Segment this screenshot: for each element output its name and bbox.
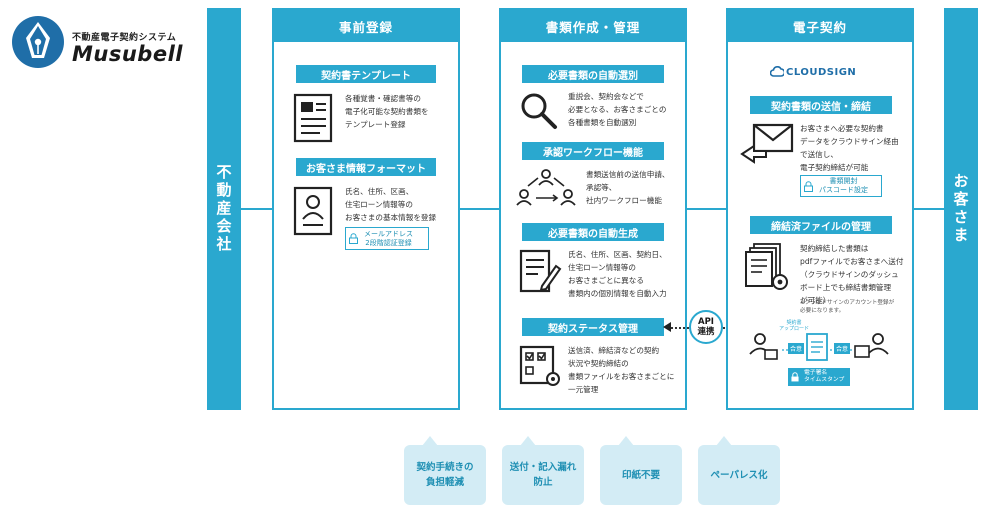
workflow-people-icon [516, 169, 576, 206]
logo-name: Musubell [72, 42, 183, 66]
section-description: 重説会、契約会などで 必要となる、お客さまごとの 各種書類を自動選別 [568, 92, 667, 127]
upload-caption: 契約書 アップロード [779, 320, 810, 332]
passcode-badge: 書類開封 パスコード設定 [800, 175, 882, 197]
pre-registration-title: 事前登録 [274, 10, 458, 42]
connector-line [460, 208, 499, 210]
document-edit-icon [519, 249, 562, 293]
signing-flow-icon [749, 333, 889, 361]
logo-subtitle: 不動産電子契約システム [72, 33, 177, 43]
section-label: お客さま情報フォーマット [296, 158, 436, 176]
section-description: 送信済、締結済などの契約 状況や契約締結の 書類ファイルをお客さまごとに 一元管… [568, 346, 675, 394]
connector-line [241, 208, 272, 210]
section-label: 契約書類の送信・締結 [750, 96, 892, 114]
benefit-reduce-burden: 契約手続きの 負担軽減 [404, 436, 486, 505]
arrow-left-icon [663, 322, 671, 332]
status-checklist-icon [519, 345, 560, 386]
documents-title: 書類作成・管理 [501, 10, 685, 42]
benefit-paperless: ペーパレス化 [698, 436, 780, 505]
real-estate-company-bar: 不動産会社 [207, 8, 241, 410]
document-template-icon [293, 93, 333, 143]
section-description: 各種覚書・確認書等の 電子化可能な契約書類を テンプレート登録 [345, 94, 429, 129]
section-label: 締結済ファイルの管理 [750, 216, 892, 234]
lock-icon [349, 233, 358, 244]
customer-bar: お客さま [944, 8, 978, 410]
section-description: 氏名、住所、区画、契約日、 住宅ローン情報等の お客さまごとに異なる 書類内の個… [568, 250, 667, 298]
real-estate-company-label: 不動産会社 [214, 164, 233, 254]
section-description: 書類送信前の送信申請、 承認等、 社内ワークフロー機能 [586, 170, 670, 205]
api-badge: API 連携 [689, 310, 723, 344]
connector-line [687, 208, 726, 210]
section-label: 必要書類の自動選別 [522, 65, 664, 83]
lock-icon [804, 180, 813, 192]
lock-icon [791, 372, 799, 382]
section-description: 氏名、住所、区画、 住宅ローン情報等の お客さまの基本情報を登録 [345, 187, 437, 222]
section-description: 契約締結した書類は pdfファイルでお客さまへ送付 （クラウドサインのダッシュ … [800, 244, 904, 305]
magnifier-icon [521, 93, 557, 129]
pen-nib-logo-icon [12, 16, 64, 68]
agree-right-tag: 合意 [834, 343, 851, 354]
file-stack-gear-icon [745, 243, 788, 290]
api-dotted-connector [668, 327, 689, 329]
section-label: 契約書テンプレート [296, 65, 436, 83]
account-note: ※クラウドサインのアカウント登録が 必要になります。 [800, 300, 895, 314]
cloudsign-brand: CLOUDSIGN [786, 67, 857, 78]
section-label: 必要書類の自動生成 [522, 223, 664, 241]
cloud-icon [770, 66, 784, 77]
benefit-no-stamp-duty: 印紙不要 [600, 436, 682, 505]
mail-send-icon [740, 123, 794, 164]
timestamp-badge: 電子署名 タイムスタンプ [788, 368, 850, 386]
customer-label: お客さま [951, 173, 970, 245]
section-label: 契約ステータス管理 [522, 318, 664, 336]
email-auth-badge: メールアドレス 2段階認証登録 [345, 227, 429, 250]
benefit-prevent-omissions: 送付・記入漏れ 防止 [502, 436, 584, 505]
section-description: お客さまへ必要な契約書 データをクラウドサイン経由 で送信し、 電子契約締結が可… [800, 124, 899, 172]
connector-line [914, 208, 944, 210]
section-label: 承認ワークフロー機能 [522, 142, 664, 160]
customer-profile-icon [293, 186, 333, 236]
agree-left-tag: 合意 [788, 343, 805, 354]
e-contract-title: 電子契約 [728, 10, 912, 42]
